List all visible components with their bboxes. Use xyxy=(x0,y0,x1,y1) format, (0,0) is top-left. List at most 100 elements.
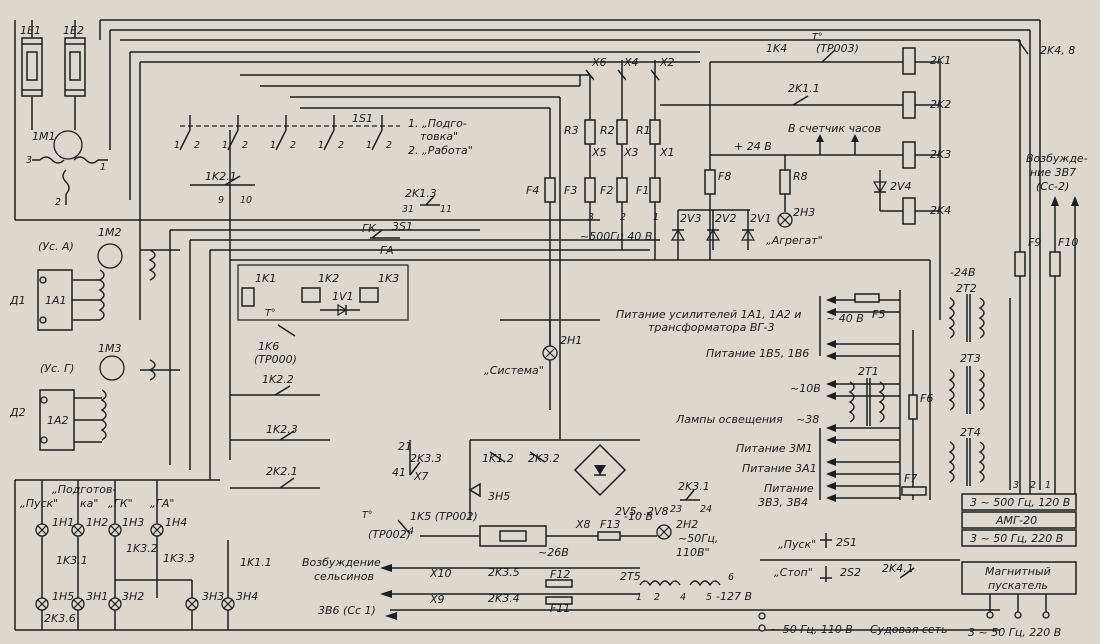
pin21: 21 xyxy=(398,440,412,453)
lamp-pusk-label: „Пуск" xyxy=(20,497,58,510)
lamp-ga-label: „ГА" xyxy=(150,497,174,510)
excitation-label-a: Возбужде- xyxy=(1026,152,1088,165)
contact-2k3-2-label: 2K3.2 xyxy=(528,452,560,465)
lamp-3h1-label: 3H1 xyxy=(86,590,108,603)
relay-1k5-t0: T° xyxy=(362,510,373,521)
source-500hz: 3 ~ 500 Гц, 120 В xyxy=(970,496,1070,509)
motor-1m1-pin1: 1 xyxy=(100,162,106,173)
pin2-label: 2 xyxy=(620,212,626,223)
x7-label: X7 xyxy=(413,470,429,483)
f9-label: F9 xyxy=(1028,236,1041,249)
switch-1s1-pos1: 1 xyxy=(366,140,372,151)
fuse-1e2-label: 1E2 xyxy=(63,24,84,37)
amp-g-block: 1A2 xyxy=(47,414,69,427)
contact-2k3-4-label: 2K3.4 xyxy=(488,592,520,605)
lamp-3h3-cross xyxy=(187,599,197,609)
power-amps-label-b: трансформатора ВГ-3 xyxy=(648,321,775,334)
f4-label: F4 xyxy=(526,184,539,197)
diode-2v3-label: 2V3 xyxy=(680,212,702,225)
relay-1k4-t0: T° xyxy=(812,32,823,43)
contact-2k4-1-label: 2K4.1 xyxy=(882,562,914,575)
switch-1s1-contact xyxy=(275,129,287,151)
f8-label: F8 xyxy=(718,170,731,183)
pin3-label: 3 xyxy=(588,212,594,223)
motor-1m2-label: 1M2 xyxy=(98,226,122,239)
selsyn-label-b: сельсинов xyxy=(314,570,374,583)
amp-a-block: 1A1 xyxy=(45,294,67,307)
transformer-winding xyxy=(878,381,885,423)
pin24: 24 xyxy=(700,504,712,515)
contact-1k3-2-label: 1K3.2 xyxy=(126,542,158,555)
label-3s1: 3S1 xyxy=(392,220,413,233)
switch-mode1b: товка" xyxy=(420,130,458,143)
motor-1m1-pin3: 3 xyxy=(26,155,32,166)
relay-1k1-t0: T° xyxy=(265,308,276,319)
contact-2k3-3-label: 2K3.3 xyxy=(410,452,442,465)
diode-2v1-label: 2V1 xyxy=(750,212,772,225)
diode-2v4-label: 2V4 xyxy=(890,180,912,193)
lamp-2h2-v1: ~50Гц, xyxy=(678,532,718,545)
contact-2k1-1-label: 2K1.1 xyxy=(788,82,820,95)
contact-1k1-1-label: 1K1.1 xyxy=(240,556,272,569)
bus-wires xyxy=(14,19,1041,631)
v50-110-label: ~ 50 Гц, 110 В xyxy=(770,623,853,636)
v24-label: + 24 В xyxy=(734,140,772,153)
motor-1m1: 1M1 3 2 1 xyxy=(26,130,108,208)
transformer-2t2-label: 2T2 xyxy=(956,282,977,295)
relay-1k4-label: 1K4 xyxy=(766,42,787,55)
label-gk: ГК xyxy=(362,222,377,235)
transformer-winding xyxy=(948,297,955,339)
x1-label: X1 xyxy=(659,146,675,159)
f2-label: F2 xyxy=(600,184,613,197)
v127-label: -127 В xyxy=(716,590,752,603)
x4-label: X4 xyxy=(623,56,639,69)
relay-1k4-code: (ТР003) xyxy=(816,42,859,55)
magnetic-starter-label: Магнитный xyxy=(985,565,1051,578)
src-pin3: 3 xyxy=(1013,480,1019,491)
diode-1v1-label: 1V1 xyxy=(332,290,354,303)
power-3a1-label: Питание 3А1 xyxy=(742,462,817,475)
indicator-panel: „Подготов- „Пуск" ка" „ГК" „ГА" 1H1 1H2 … xyxy=(20,480,272,630)
fuse-1e1: 1E1 xyxy=(20,24,43,97)
switch-1s1-contact xyxy=(179,129,191,151)
relay-1k3-label: 1K3 xyxy=(378,272,399,285)
lamp-1h4-cross xyxy=(152,525,162,535)
contact-1k1-2-label: 1K1.2 xyxy=(482,452,514,465)
r2-label: R2 xyxy=(600,124,615,137)
lamp-1h5-label: 1H5 xyxy=(52,590,74,603)
transformer-coils-left xyxy=(140,249,180,381)
power-feed-arrow xyxy=(826,470,836,478)
clock-label: В счетчик часов xyxy=(788,122,881,135)
buzzer-3h5-label: 3H5 xyxy=(488,490,510,503)
r1-label: R1 xyxy=(636,124,651,137)
t5-pin2: 2 xyxy=(654,592,660,603)
contact-2k3-6-label: 2K3.6 xyxy=(44,612,76,625)
f13-label: F13 xyxy=(600,518,620,531)
pin41: 41 xyxy=(392,466,406,479)
x8-label: X8 xyxy=(575,518,591,531)
cc1-label: 3В6 (Сс 1) xyxy=(318,604,376,617)
contact-2k2-1-label: 2K2.1 xyxy=(266,465,298,478)
excitation-3b7: Возбужде- ние 3В7 (Сс-2) F9 F10 xyxy=(1014,152,1088,500)
lamp-3h4-cross xyxy=(223,599,233,609)
contact-2k1-3-t31: 31 xyxy=(402,204,414,215)
motor-1m1-pin2: 2 xyxy=(55,197,61,208)
x5-label: X5 xyxy=(591,146,607,159)
r3-label: R3 xyxy=(564,124,579,137)
power-3b3-label-b: 3В3, 3В4 xyxy=(758,496,808,509)
switch-1s1-pos1: 1 xyxy=(318,140,324,151)
lamp-3h2-cross xyxy=(110,599,120,609)
x10-label: X10 xyxy=(429,567,452,580)
r8-label: R8 xyxy=(793,170,808,183)
x2-label: X2 xyxy=(659,56,675,69)
ship-network-label: Судовая сеть xyxy=(870,623,948,636)
relay-1k5-code: (ТР002) xyxy=(368,528,411,541)
power-feed-arrow xyxy=(826,340,836,348)
lamp-1h4-label: 1H4 xyxy=(165,516,187,529)
transformer-2t3-label: 2T3 xyxy=(960,352,981,365)
switch-1s1-label: 1S1 xyxy=(352,112,373,125)
power-feed-arrow xyxy=(826,436,836,444)
transformer-winding xyxy=(978,369,985,411)
switch-1s1-pos2: 2 xyxy=(290,140,296,151)
selsyn-excitation: Возбуждение сельсинов X10 X9 2K3.5 2K3.4… xyxy=(302,556,752,615)
